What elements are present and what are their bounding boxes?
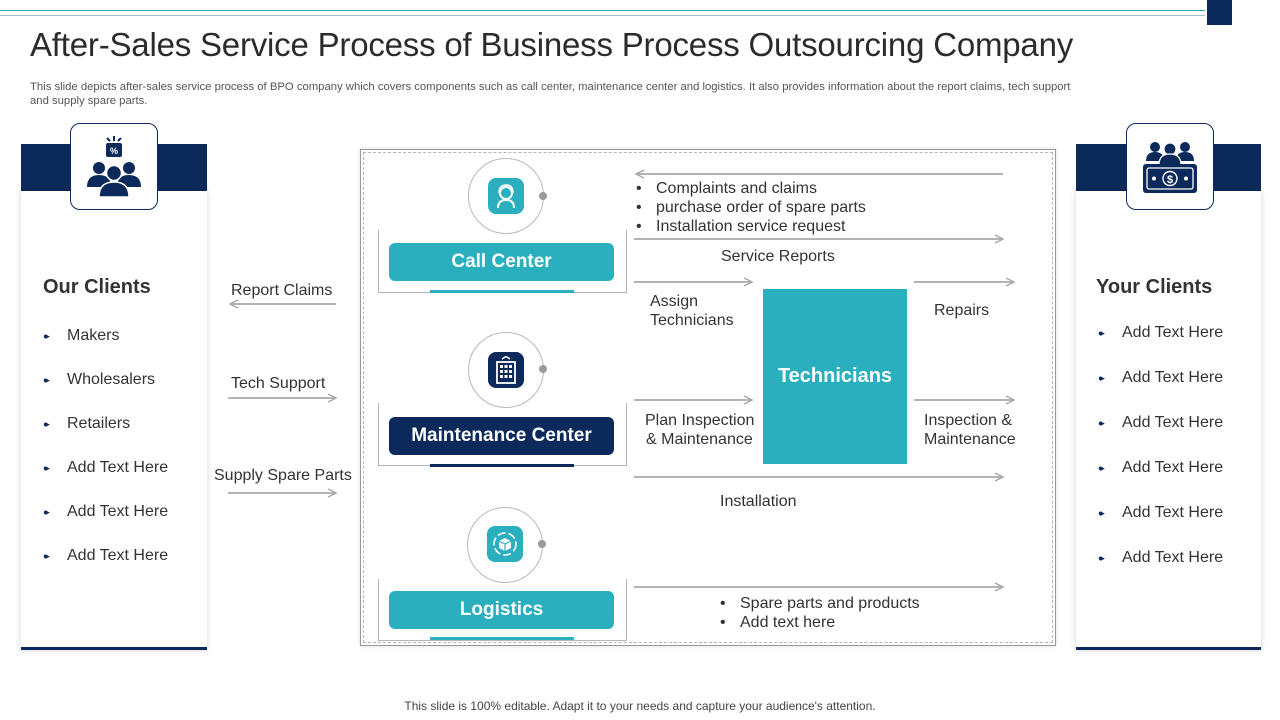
logistics-frame <box>378 579 627 641</box>
bullet-icon: ●▸ <box>43 550 50 561</box>
bullet-icon: ●▸ <box>1098 507 1105 518</box>
tech-support-label: Tech Support <box>231 375 326 392</box>
header-rule-top <box>0 10 1205 11</box>
service-reports-label: Service Reports <box>721 248 835 265</box>
installation-label: Installation <box>720 493 797 510</box>
process-frame <box>360 149 1056 646</box>
clients-money-icon: $ <box>1126 123 1214 210</box>
maintenance-center-node[interactable]: Maintenance Center <box>389 417 614 455</box>
left-panel-title: Our Clients <box>43 276 151 298</box>
svg-text:%: % <box>110 146 118 156</box>
inspection-label: Inspection & <box>924 412 1013 429</box>
right-panel-title: Your Clients <box>1096 276 1213 298</box>
page-subtitle: This slide depicts after-sales service p… <box>30 81 1071 107</box>
assign-technicians-label: Assign <box>650 293 699 310</box>
bullet-icon: ●▸ <box>1098 327 1105 338</box>
footer-note: This slide is 100% editable. Adapt it to… <box>404 699 876 713</box>
svg-text:$: $ <box>1167 174 1173 186</box>
header-accent-square <box>1207 0 1232 25</box>
left-list-item: ●▸Add Text Here <box>43 503 169 520</box>
logistics-list-item: •Add text here <box>720 614 836 631</box>
plan-inspection-label-2: & Maintenance <box>646 431 753 448</box>
right-panel-card <box>1076 191 1261 650</box>
logistics-underline <box>430 637 574 640</box>
supply-spare-parts-label: Supply Spare Parts <box>214 467 352 484</box>
bullet-icon: ●▸ <box>43 330 50 341</box>
maintenance-ring-dot <box>539 365 547 373</box>
call-center-list-item: •Complaints and claims <box>636 180 817 197</box>
call-center-list-item: •Installation service request <box>636 218 846 235</box>
left-panel-card <box>21 191 207 650</box>
right-list-item: ●▸Add Text Here <box>1098 549 1224 566</box>
left-list-item: ●▸Add Text Here <box>43 459 169 476</box>
bullet-icon: ●▸ <box>1098 552 1105 563</box>
header-rule-bottom <box>0 15 1205 16</box>
right-list-item: ●▸Add Text Here <box>1098 369 1224 386</box>
report-claims-label: Report Claims <box>231 282 333 299</box>
right-list-item: ●▸Add Text Here <box>1098 324 1224 341</box>
right-list-item: ●▸Add Text Here <box>1098 414 1224 431</box>
logistics-node[interactable]: Logistics <box>389 591 614 629</box>
left-list-item: ●▸Add Text Here <box>43 547 169 564</box>
bullet-icon: ●▸ <box>1098 417 1105 428</box>
inspection-label-2: Maintenance <box>924 431 1016 448</box>
right-list-item: ●▸Add Text Here <box>1098 504 1224 521</box>
bullet-icon: ●▸ <box>43 506 50 517</box>
right-list-item: ●▸Add Text Here <box>1098 459 1224 476</box>
assign-technicians-label-2: Technicians <box>650 312 734 329</box>
bullet-icon: ●▸ <box>1098 462 1105 473</box>
call-center-list-item: •purchase order of spare parts <box>636 199 866 216</box>
call-center-node[interactable]: Call Center <box>389 243 614 281</box>
left-list-item: ●▸Wholesalers <box>43 371 156 388</box>
bullet-icon: ●▸ <box>43 418 50 429</box>
technicians-node[interactable]: Technicians <box>763 289 907 464</box>
logistics-list-item: •Spare parts and products <box>720 595 920 612</box>
logistics-ring-dot <box>538 540 546 548</box>
bullet-icon: ●▸ <box>1098 372 1105 383</box>
maintenance-center-underline <box>430 464 574 467</box>
box-cycle-icon <box>487 526 523 562</box>
building-icon <box>488 352 524 388</box>
call-center-ring-dot <box>539 192 547 200</box>
left-list-item: ●▸Retailers <box>43 415 131 432</box>
call-agent-icon <box>488 178 524 214</box>
bullet-icon: ●▸ <box>43 462 50 473</box>
process-frame-dashed <box>363 152 1053 643</box>
repairs-label: Repairs <box>934 302 990 319</box>
clients-group-icon: % <box>70 123 158 210</box>
bullet-icon: ●▸ <box>43 374 50 385</box>
call-center-underline <box>430 290 574 293</box>
plan-inspection-label: Plan Inspection <box>645 412 755 429</box>
left-list-item: ●▸Makers <box>43 327 120 344</box>
page-title: After-Sales Service Process of Business … <box>30 26 1074 63</box>
